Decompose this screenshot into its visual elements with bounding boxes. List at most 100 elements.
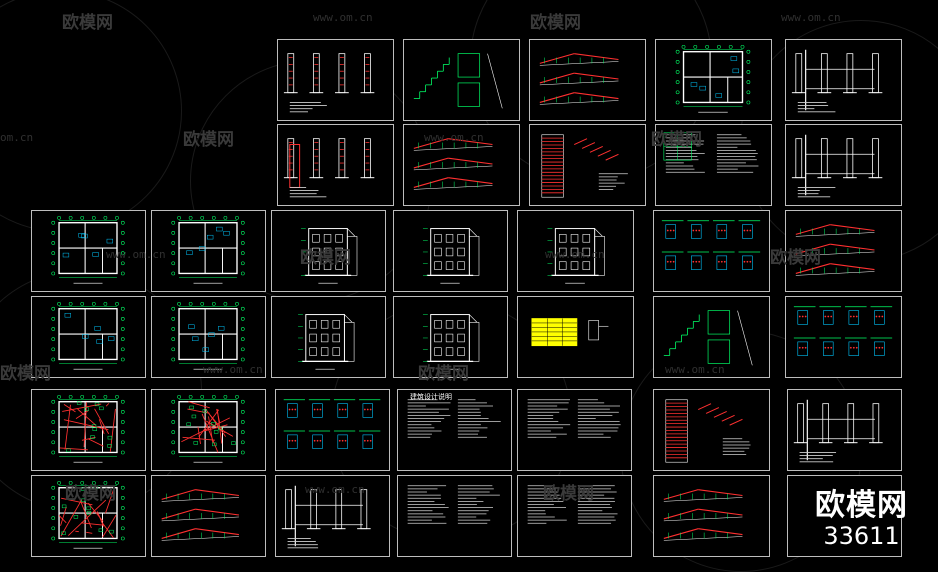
watermark-brand: 欧模网 <box>0 364 51 384</box>
sheet-graphic <box>541 134 628 198</box>
sheet-graphic <box>51 480 125 549</box>
sheet-graphic <box>527 485 618 524</box>
watermark-url: www.om.cn <box>203 363 263 376</box>
sheet-graphic <box>663 132 759 173</box>
sheet-graphic <box>407 485 500 524</box>
sheet-graphic <box>300 228 358 284</box>
watermark-url: www.om.cn <box>106 248 166 261</box>
drawing-sheet[interactable] <box>393 210 508 292</box>
drawing-sheet[interactable] <box>529 39 646 121</box>
drawing-sheet[interactable] <box>31 210 146 292</box>
watermark-logo: 欧模网 33611 <box>815 480 908 550</box>
drawing-sheet[interactable] <box>653 296 770 378</box>
watermark-url: www.om.cn <box>305 483 365 496</box>
drawing-sheet[interactable] <box>403 39 520 121</box>
drawing-sheet[interactable] <box>31 389 146 471</box>
drawing-sheet[interactable] <box>403 124 520 206</box>
sheet-graphic <box>795 224 875 276</box>
drawing-sheet[interactable] <box>517 296 634 378</box>
watermark-url: om.cn <box>0 131 34 144</box>
drawing-sheet[interactable] <box>393 296 508 378</box>
drawing-sheet[interactable] <box>785 124 902 206</box>
drawing-sheet[interactable] <box>655 124 772 206</box>
drawing-sheet[interactable] <box>517 475 632 557</box>
drawing-sheet[interactable] <box>31 296 146 378</box>
drawing-sheet[interactable] <box>653 475 770 557</box>
drawing-sheet[interactable] <box>517 389 632 471</box>
sheet-graphic <box>527 399 621 438</box>
drawing-sheet[interactable] <box>785 39 902 121</box>
sheet-graphic <box>161 489 239 541</box>
watermark-brand: 欧模网 <box>770 248 821 268</box>
drawing-sheet[interactable] <box>151 475 266 557</box>
sheet-graphic <box>663 310 753 366</box>
drawing-sheet[interactable] <box>275 389 390 471</box>
drawing-sheet[interactable] <box>151 210 266 292</box>
sheet-graphic <box>791 49 883 113</box>
sheet-graphic <box>281 485 371 549</box>
sheet-graphic <box>413 138 493 190</box>
watermark-url: www.om.cn <box>313 11 373 24</box>
drawing-sheet[interactable] <box>275 475 390 557</box>
watermark-url: www.om.cn <box>424 131 484 144</box>
sheet-graphic <box>547 228 605 284</box>
drawing-sheet[interactable] <box>277 39 394 121</box>
sheet-graphic <box>413 53 503 109</box>
drawing-sheet[interactable] <box>151 389 266 471</box>
drawing-sheet[interactable] <box>271 210 386 292</box>
watermark-brand: 欧模网 <box>62 13 113 33</box>
sheet-graphic <box>663 489 743 541</box>
watermark-url: www.om.cn <box>545 248 605 261</box>
drawing-sheet[interactable] <box>397 475 512 557</box>
watermark-id: 33611 <box>823 522 900 550</box>
drawing-sheet[interactable] <box>653 210 770 292</box>
sheet-graphic <box>283 53 375 113</box>
sheet-graphic <box>422 228 480 284</box>
sheet-graphic <box>51 215 125 284</box>
sheet-graphic <box>793 399 883 463</box>
drawing-sheet[interactable] <box>151 296 266 378</box>
drawing-sheet[interactable] <box>787 389 902 471</box>
watermark-logo-text: 欧模网 <box>815 488 908 523</box>
sheet-graphic <box>298 314 355 370</box>
sheet-graphic <box>171 215 245 284</box>
sheet-graphic <box>793 306 893 356</box>
sheet-graphic <box>539 53 619 105</box>
drawing-sheet[interactable] <box>397 389 512 471</box>
drawing-sheet[interactable] <box>31 475 146 557</box>
sheet-graphic <box>171 301 245 370</box>
watermark-brand: 欧模网 <box>65 484 116 504</box>
watermark-brand: 欧模网 <box>183 130 234 150</box>
drawing-sheet[interactable] <box>785 296 902 378</box>
drawing-sheet[interactable] <box>529 124 646 206</box>
sheet-graphic <box>283 399 381 449</box>
sheet-graphic <box>283 138 375 198</box>
watermark-brand: 欧模网 <box>651 130 702 150</box>
watermark-brand: 欧模网 <box>530 13 581 33</box>
drawing-sheet[interactable] <box>785 210 902 292</box>
watermark-brand: 欧模网 <box>418 364 469 384</box>
drawing-sheet[interactable] <box>653 389 770 471</box>
sheet-graphic <box>171 394 245 463</box>
drawing-sheet[interactable] <box>277 124 394 206</box>
sheet-graphic <box>665 399 751 463</box>
sheet-graphic <box>51 301 125 370</box>
watermark-brand: 欧模网 <box>543 484 594 504</box>
drawing-sheet[interactable] <box>517 210 634 292</box>
sheet-graphic <box>51 394 125 463</box>
drawing-sheet[interactable] <box>655 39 772 121</box>
sheet-graphic <box>531 318 609 347</box>
watermark-url: www.om.cn <box>665 363 725 376</box>
sheet-graphic <box>661 220 761 270</box>
sheet-graphic <box>422 314 480 370</box>
drawing-sheet[interactable] <box>271 296 386 378</box>
watermark-brand: 欧模网 <box>300 248 351 268</box>
watermark-url: www.om.cn <box>781 11 841 24</box>
sheet-title: 建筑设计说明 <box>410 393 452 401</box>
drawing-sheet[interactable] <box>787 475 902 557</box>
sheet-graphic <box>791 134 883 198</box>
watermark-circle <box>0 0 182 232</box>
sheet-graphic <box>407 399 501 438</box>
sheet-graphic <box>675 44 751 113</box>
